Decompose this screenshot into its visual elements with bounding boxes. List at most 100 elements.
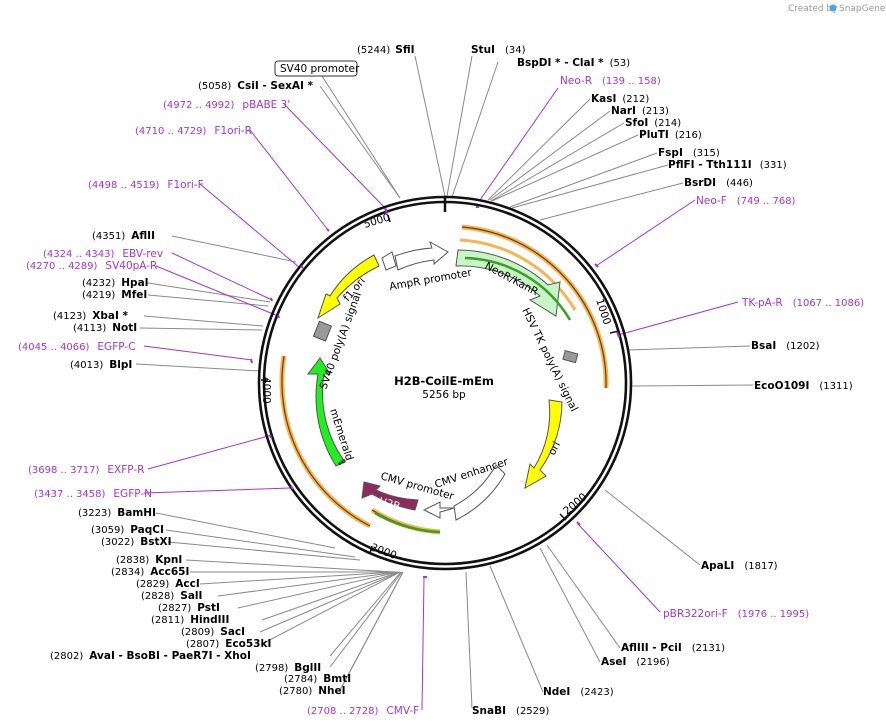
svg-text:(4232)HpaI: (4232)HpaI — [82, 277, 149, 289]
svg-text:NarI(213): NarI(213) — [611, 105, 669, 117]
svg-text:(5058)CsiI - SexAI *: (5058)CsiI - SexAI * — [198, 80, 314, 92]
h2b-feature — [361, 481, 419, 511]
primer-egfp-n: EGFP-N — [113, 488, 152, 500]
svg-text:AseI(2196): AseI(2196) — [601, 656, 670, 668]
plasmid-size: 5256 bp — [422, 389, 466, 401]
svg-text:TK-pA-R(1067 .. 1086): TK-pA-R(1067 .. 1086) — [741, 297, 864, 309]
svg-text:BspDI * - ClaI *(53): BspDI * - ClaI *(53) — [517, 57, 630, 69]
site-sfii: SfiI — [395, 44, 414, 56]
site-asei: AseI — [601, 656, 626, 668]
primer-leaders — [143, 87, 739, 711]
primer-egfp-c: EGFP-C — [97, 341, 135, 353]
svg-text:(2802)AvaI - BsoBI - PaeR7I: (2802)AvaI - BsoBI - PaeR7I - XhoI — [50, 650, 251, 662]
svg-text:(4270 .. 4289)SV40pA-R: (4270 .. 4289)SV40pA-R — [26, 260, 157, 272]
sv40-polya-feature — [312, 320, 333, 342]
svg-text:(4123)XbaI *: (4123)XbaI * — [53, 310, 129, 322]
snapgene-logo-icon — [829, 4, 837, 12]
site-pluti: PluTI — [639, 129, 669, 141]
svg-text:(2829)AccI: (2829)AccI — [136, 578, 200, 590]
backbone — [257, 195, 633, 571]
primer-f1ori-r: F1ori-R — [214, 125, 251, 137]
features — [307, 240, 579, 534]
svg-text:Neo-R(139 .. 158): Neo-R(139 .. 158) — [560, 75, 661, 87]
primer-ebv-rev: EBV-rev — [122, 248, 163, 260]
svg-text:BsaI(1202): BsaI(1202) — [751, 340, 820, 352]
svg-text:StuI(34): StuI(34) — [471, 44, 526, 56]
ori-label: ori — [546, 440, 563, 458]
svg-text:(2811)HindIII: (2811)HindIII — [151, 614, 229, 626]
svg-text:PluTI(216): PluTI(216) — [639, 129, 702, 141]
svg-text:(4972 .. 4992)pBABE 3': (4972 .. 4992)pBABE 3' — [163, 99, 290, 111]
site-stui: StuI — [471, 44, 495, 56]
svg-text:AflIII - PciI(2131): AflIII - PciI(2131) — [621, 642, 725, 654]
svg-text:(3059)PaqCI: (3059)PaqCI — [91, 524, 164, 536]
svg-text:KasI(212): KasI(212) — [591, 93, 649, 105]
primer-pbabe3: pBABE 3' — [242, 99, 290, 111]
primer-f1ori-f: F1ori-F — [167, 179, 203, 191]
site-saci: SacI — [220, 626, 245, 638]
primer-neo-f: Neo-F — [696, 195, 727, 207]
site-bmti: BmtI — [323, 673, 351, 685]
primer-exfp-r: EXFP-R — [107, 464, 144, 476]
svg-text:(2780)NheI: (2780)NheI — [279, 685, 346, 697]
site-fspi: FspI — [658, 147, 683, 159]
plasmid-name: H2B-CoilE-mEm — [394, 374, 494, 388]
cmv-promoter-feature — [422, 501, 455, 519]
site-acc65i: Acc65I — [150, 566, 189, 578]
svg-text:(2708 .. 2728)CMV-F: (2708 .. 2728)CMV-F — [307, 705, 419, 717]
svg-text:(4710 .. 4729)F1ori-R: (4710 .. 4729)F1ori-R — [135, 125, 252, 137]
svg-text:NdeI(2423): NdeI(2423) — [543, 686, 614, 698]
primer-pbr322ori-f: pBR322ori-F — [663, 608, 728, 620]
svg-text:(4045 .. 4066)EGFP-C: (4045 .. 4066)EGFP-C — [18, 341, 135, 353]
svg-text:(4219)MfeI: (4219)MfeI — [82, 289, 147, 301]
site-xbai: XbaI * — [92, 310, 128, 322]
credit-prefix: Created by — [788, 4, 838, 14]
svg-text:(4013)BlpI: (4013)BlpI — [70, 359, 132, 371]
svg-text:(3698 .. 3717)EXFP-R: (3698 .. 3717)EXFP-R — [28, 464, 144, 476]
f1ori-feature — [317, 254, 380, 320]
svg-text:(4113)NotI: (4113)NotI — [73, 322, 137, 334]
sv40-promoter-box — [274, 60, 358, 77]
svg-text:(4351)AflII: (4351)AflII — [92, 230, 155, 242]
site-pflfi: PflFI - Tth111I — [668, 159, 752, 171]
site-ndei: NdeI — [543, 686, 570, 698]
site-ecoo109i: EcoO109I — [754, 380, 809, 392]
svg-text:(2809)SacI: (2809)SacI — [181, 626, 245, 638]
site-nari: NarI — [611, 105, 636, 117]
svg-text:pBR322ori-F(1976 .. 1995): pBR322ori-F(1976 .. 1995) — [663, 608, 809, 620]
site-paqci: PaqCI — [130, 524, 164, 536]
svg-text:Neo-F(749 .. 768): Neo-F(749 .. 768) — [696, 195, 796, 207]
site-snabi: SnaBI — [472, 705, 506, 717]
primer-labels: Neo-R(139 .. 158) Neo-F(749 .. 768) TK-p… — [18, 75, 864, 717]
neor-feature — [455, 249, 561, 317]
site-eco53ki: Eco53kI — [225, 638, 271, 650]
cmv-enhancer-feature — [453, 464, 506, 521]
h2b-label: H2B — [377, 495, 401, 513]
site-afliii: AflIII - PciI — [621, 642, 682, 654]
svg-text:ApaLI(1817): ApaLI(1817) — [701, 560, 778, 572]
svg-text:(4498 .. 4519)F1ori-F: (4498 .. 4519)F1ori-F — [88, 179, 204, 191]
svg-text:BsrDI(446): BsrDI(446) — [684, 177, 753, 189]
ampr-promoter-feature — [394, 240, 449, 271]
site-aflii: AflII — [131, 230, 155, 242]
svg-text:(3022)BstXI: (3022)BstXI — [101, 536, 172, 548]
site-leaders — [135, 55, 754, 709]
svg-text:(2828)SalI: (2828)SalI — [141, 590, 202, 602]
site-labels: (5244)SfiI StuI(34) BspDI * - ClaI *(53)… — [50, 44, 853, 717]
svg-text:(3437 .. 3458)EGFP-N: (3437 .. 3458)EGFP-N — [34, 488, 152, 500]
primer-neo-r: Neo-R — [560, 75, 592, 87]
svg-text:PflFI - Tth111I(331): PflFI - Tth111I(331) — [668, 159, 787, 171]
tick-4000: 4000 — [260, 377, 272, 404]
site-sfoi: SfoI — [625, 117, 648, 129]
primer-sv40pa-r: SV40pA-R — [105, 260, 157, 272]
svg-text:(2827)PstI: (2827)PstI — [158, 602, 220, 614]
ori-feature — [524, 399, 563, 489]
site-psti: PstI — [197, 602, 220, 614]
svg-text:SfoI(214): SfoI(214) — [625, 117, 681, 129]
svg-text:(2798)BglII: (2798)BglII — [255, 662, 321, 674]
svg-text:(3223)BamHI: (3223)BamHI — [78, 507, 156, 519]
site-hpai: HpaI — [121, 277, 148, 289]
ampr-promoter-label: AmpR promoter — [388, 267, 473, 293]
svg-text:SnaBI(2529): SnaBI(2529) — [472, 705, 549, 717]
site-bsrdi: BsrDI — [684, 177, 716, 189]
